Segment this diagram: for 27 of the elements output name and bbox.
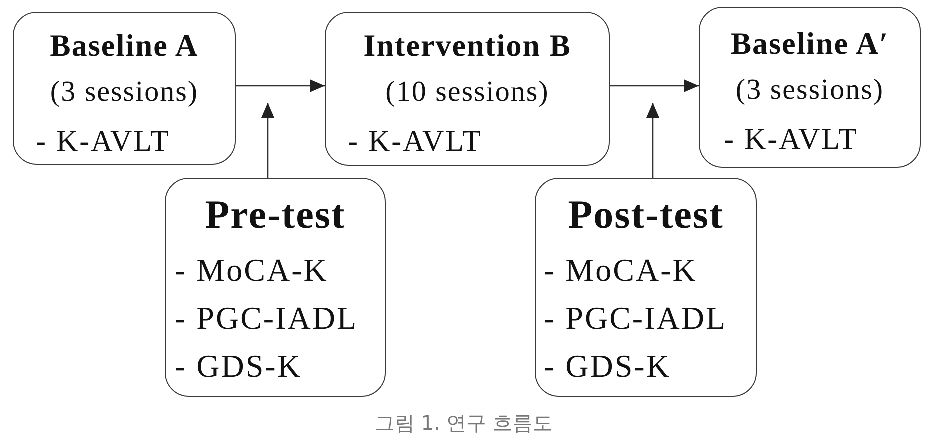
box-heading: Intervention B (364, 28, 572, 64)
box-heading: Post-test (568, 193, 724, 237)
box-heading: Pre-test (205, 193, 346, 237)
list-item: - K-AVLT (348, 124, 483, 158)
list-item: - K-AVLT (36, 124, 171, 158)
rounded-box (535, 178, 757, 397)
rounded-box (699, 7, 921, 168)
session-note: (3 sessions) (50, 77, 199, 109)
list-item: - GDS-K (175, 349, 302, 385)
list-item: - MoCA-K (175, 253, 328, 289)
figure-caption: 그림 1. 연구 흐름도 (374, 411, 554, 435)
session-note: (3 sessions) (736, 75, 884, 107)
arrow (262, 103, 274, 178)
list-item: - PGC-IADL (175, 301, 358, 337)
box-heading: Baseline A′ (730, 26, 890, 62)
list-item: - GDS-K (544, 349, 671, 385)
list-item: - K-AVLT (724, 122, 859, 156)
rounded-box (13, 12, 236, 165)
box-heading: Baseline A (50, 28, 199, 64)
arrow (236, 80, 325, 92)
list-item: - MoCA-K (544, 253, 698, 289)
arrow (610, 80, 699, 92)
rounded-box (325, 12, 610, 166)
list-item: - PGC-IADL (544, 301, 727, 337)
rounded-box (165, 178, 386, 397)
session-note: (10 sessions) (386, 77, 550, 109)
arrow (646, 103, 660, 178)
